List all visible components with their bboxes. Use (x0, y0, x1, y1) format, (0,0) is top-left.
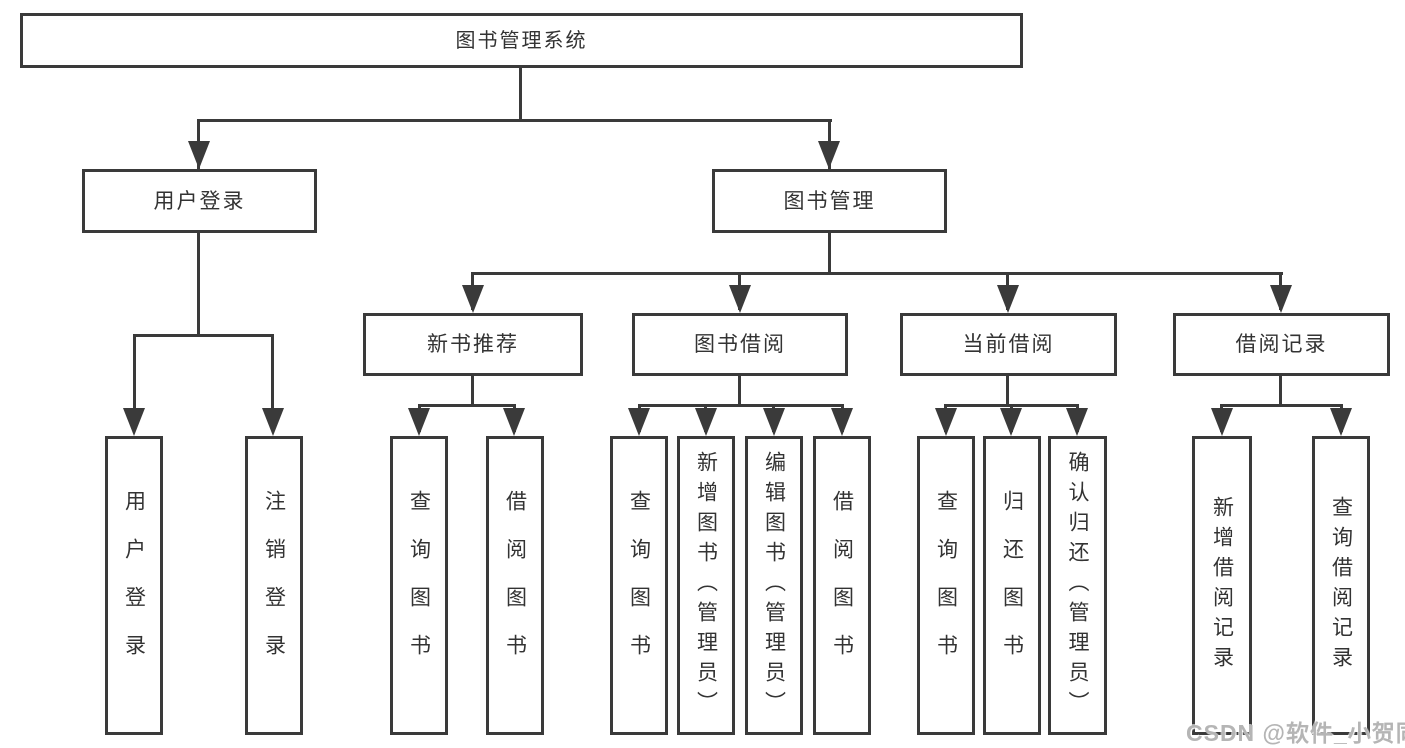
arrow-down-icon (1000, 408, 1022, 436)
arrow-down-icon (628, 408, 650, 436)
leaf-query-books-2: 查询图书 (610, 436, 668, 735)
arrow-down-icon (1330, 408, 1352, 436)
connector-line (418, 404, 516, 407)
leaf-logout: 注销登录 (245, 436, 303, 735)
leaf-confirm-return-admin: 确认归还（管理员） (1048, 436, 1107, 735)
arrow-down-icon (1066, 408, 1088, 436)
leaf-user-login: 用户登录 (105, 436, 163, 735)
arrow-down-icon (729, 285, 751, 313)
arrow-down-icon (1270, 285, 1292, 313)
node-book-management: 图书管理 (712, 169, 947, 233)
node-library-system: 图书管理系统 (20, 13, 1023, 68)
connector-line (198, 119, 832, 122)
arrow-down-icon (408, 408, 430, 436)
leaf-edit-book-admin: 编辑图书（管理员） (745, 436, 803, 735)
connector-line (133, 334, 136, 430)
arrow-down-icon (695, 408, 717, 436)
leaf-add-borrow-record: 新增借阅记录 (1192, 436, 1252, 735)
connector-line (1006, 376, 1009, 405)
leaf-borrow-books-2: 借阅图书 (813, 436, 871, 735)
node-user-login: 用户登录 (82, 169, 317, 233)
connector-line (471, 376, 474, 405)
arrow-down-icon (935, 408, 957, 436)
connector-line (133, 334, 274, 337)
node-current-borrowing: 当前借阅 (900, 313, 1117, 376)
connector-line (519, 68, 522, 121)
connector-line (1221, 404, 1343, 407)
watermark: CSDN @软件_小贺同学 (1186, 720, 1405, 746)
node-new-book-recommend: 新书推荐 (363, 313, 583, 376)
leaf-return-books: 归还图书 (983, 436, 1041, 735)
leaf-query-books-1: 查询图书 (390, 436, 448, 735)
connector-line (197, 233, 200, 335)
leaf-query-books-3: 查询图书 (917, 436, 975, 735)
arrow-down-icon (503, 408, 525, 436)
leaf-add-book-admin: 新增图书（管理员） (677, 436, 735, 735)
connector-line (738, 376, 741, 405)
leaf-borrow-books-1: 借阅图书 (486, 436, 544, 735)
node-borrowing-records: 借阅记录 (1173, 313, 1390, 376)
arrow-down-icon (188, 141, 210, 169)
arrow-down-icon (462, 285, 484, 313)
node-book-borrowing: 图书借阅 (632, 313, 848, 376)
arrow-down-icon (997, 285, 1019, 313)
connector-line (638, 404, 844, 407)
arrow-down-icon (123, 408, 145, 436)
connector-line (271, 334, 274, 430)
arrow-down-icon (831, 408, 853, 436)
arrow-down-icon (763, 408, 785, 436)
connector-line (472, 272, 1283, 275)
arrow-down-icon (262, 408, 284, 436)
leaf-query-borrow-record: 查询借阅记录 (1312, 436, 1370, 735)
connector-line (1279, 376, 1282, 405)
connector-line (828, 233, 831, 274)
arrow-down-icon (818, 141, 840, 169)
arrow-down-icon (1211, 408, 1233, 436)
